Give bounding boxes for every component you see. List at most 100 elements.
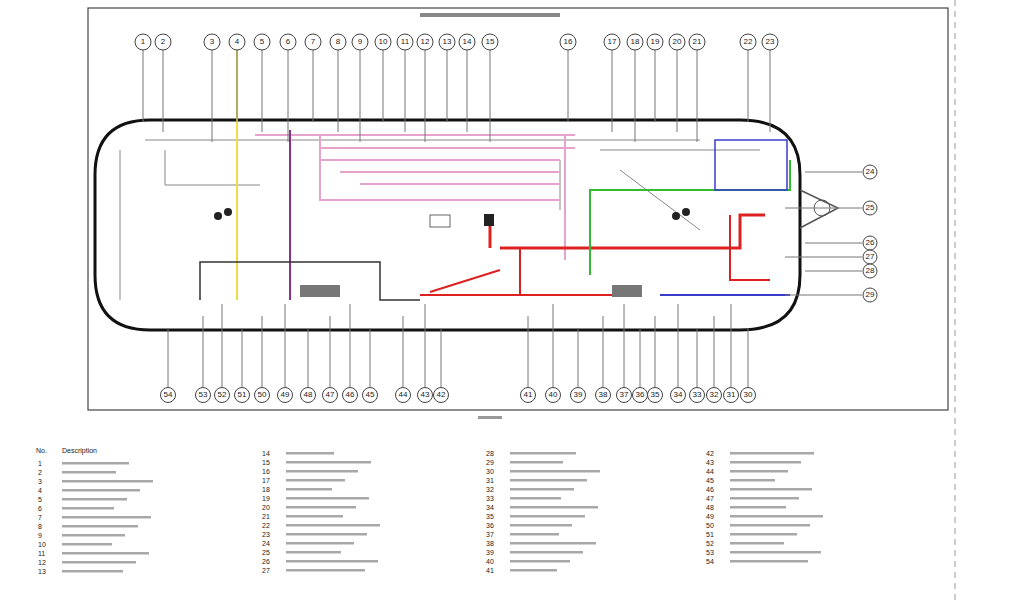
legend-number: 35 (486, 513, 494, 520)
callout-circle (546, 388, 561, 403)
leader-line (805, 172, 862, 173)
callout-number: 36 (636, 391, 645, 399)
callout-number: 6 (286, 38, 290, 46)
legend-number: 39 (486, 549, 494, 556)
callout-number: 14 (463, 38, 472, 46)
legend-description-smudge (286, 497, 369, 500)
callout-number: 34 (674, 391, 683, 399)
callout-circle (596, 388, 611, 403)
callout-number: 42 (437, 391, 446, 399)
leader-line (467, 50, 468, 132)
legend-number: 29 (486, 459, 494, 466)
fixture (430, 215, 450, 227)
green-wire (590, 160, 790, 275)
legend-description-smudge (286, 542, 354, 545)
callout-circle (604, 34, 620, 50)
legend-description-smudge (286, 569, 365, 572)
callout-number: 3 (210, 38, 214, 46)
callout-circle (863, 201, 877, 215)
leader-line (405, 50, 406, 132)
leader-line (285, 304, 286, 387)
blue-wire (660, 294, 790, 296)
leader-line (568, 50, 569, 122)
hitch (800, 190, 838, 228)
leader-line (640, 328, 641, 387)
legend-number: 44 (706, 468, 714, 475)
callout-number: 52 (218, 391, 227, 399)
leader-line (425, 50, 426, 142)
legend-number: 19 (262, 495, 270, 502)
legend-number: 26 (262, 558, 270, 565)
leader-line (635, 50, 636, 142)
caption-smudge (478, 416, 502, 419)
callout-circle (278, 388, 293, 403)
callout-number: 46 (346, 391, 355, 399)
callout-circle (161, 388, 176, 403)
callout-circle (397, 34, 413, 50)
callout-circle (280, 34, 296, 50)
legend-number: 32 (486, 486, 494, 493)
legend-number: 16 (262, 468, 270, 475)
callout-number: 13 (443, 38, 452, 46)
legend-number: 38 (486, 540, 494, 547)
pink-wires (255, 135, 575, 260)
callout-circle (560, 34, 576, 50)
callout-circle (255, 388, 270, 403)
legend-header: Description (62, 447, 97, 454)
leader-line (212, 50, 213, 142)
callout-number: 38 (599, 391, 608, 399)
grey-wires (120, 140, 760, 300)
leader-line (338, 50, 339, 132)
legend-number: 1 (38, 460, 42, 467)
callout-number: 28 (866, 267, 875, 275)
callout-number: 16 (564, 38, 573, 46)
callout-circle (363, 388, 378, 403)
callout-circle (740, 34, 756, 50)
leaders-and-circles (62, 34, 877, 573)
legend-description-smudge (62, 543, 112, 546)
legend-description-smudge (62, 552, 149, 555)
title-smudge (420, 13, 560, 17)
legend-number: 21 (262, 513, 270, 520)
leader-line (655, 50, 656, 122)
trailer-outline (95, 120, 800, 330)
callout-circle (434, 388, 449, 403)
callout-number: 30 (744, 391, 753, 399)
callout-circle (690, 388, 705, 403)
legend-number: 17 (262, 477, 270, 484)
legend-number: 11 (38, 550, 45, 557)
legend-description-smudge (510, 515, 585, 518)
legend-description-smudge (730, 542, 784, 545)
legend-number: 20 (262, 504, 270, 511)
callout-circle (669, 34, 685, 50)
leader-line (731, 304, 732, 387)
legend-number: 8 (38, 523, 42, 530)
leader-line (528, 316, 529, 387)
red-wires (420, 215, 770, 295)
callout-number: 48 (304, 391, 313, 399)
callout-circle (741, 388, 756, 403)
legend-description-smudge (730, 461, 801, 464)
legend-number: 3 (38, 478, 42, 485)
callout-number: 11 (401, 38, 409, 46)
leader-line (222, 304, 223, 387)
legend-number: 25 (262, 549, 270, 556)
legend-number: 43 (706, 459, 714, 466)
callout-number: 47 (326, 391, 335, 399)
legend-number: 4 (38, 487, 42, 494)
callout-circle (671, 388, 686, 403)
callout-number: 5 (260, 38, 264, 46)
legend-number: 47 (706, 495, 714, 502)
legend-description-smudge (286, 506, 356, 509)
callout-circle (375, 34, 391, 50)
legend-description-smudge (62, 489, 140, 492)
leader-line (203, 316, 204, 387)
blue-wire (715, 140, 787, 190)
leader-line (697, 50, 698, 142)
leader-line (697, 328, 698, 387)
legend-description-smudge (510, 470, 600, 473)
legend-number: 27 (262, 567, 270, 574)
legend-description-smudge (510, 542, 596, 545)
legend-description-smudge (286, 515, 343, 518)
legend-description-smudge (286, 551, 341, 554)
